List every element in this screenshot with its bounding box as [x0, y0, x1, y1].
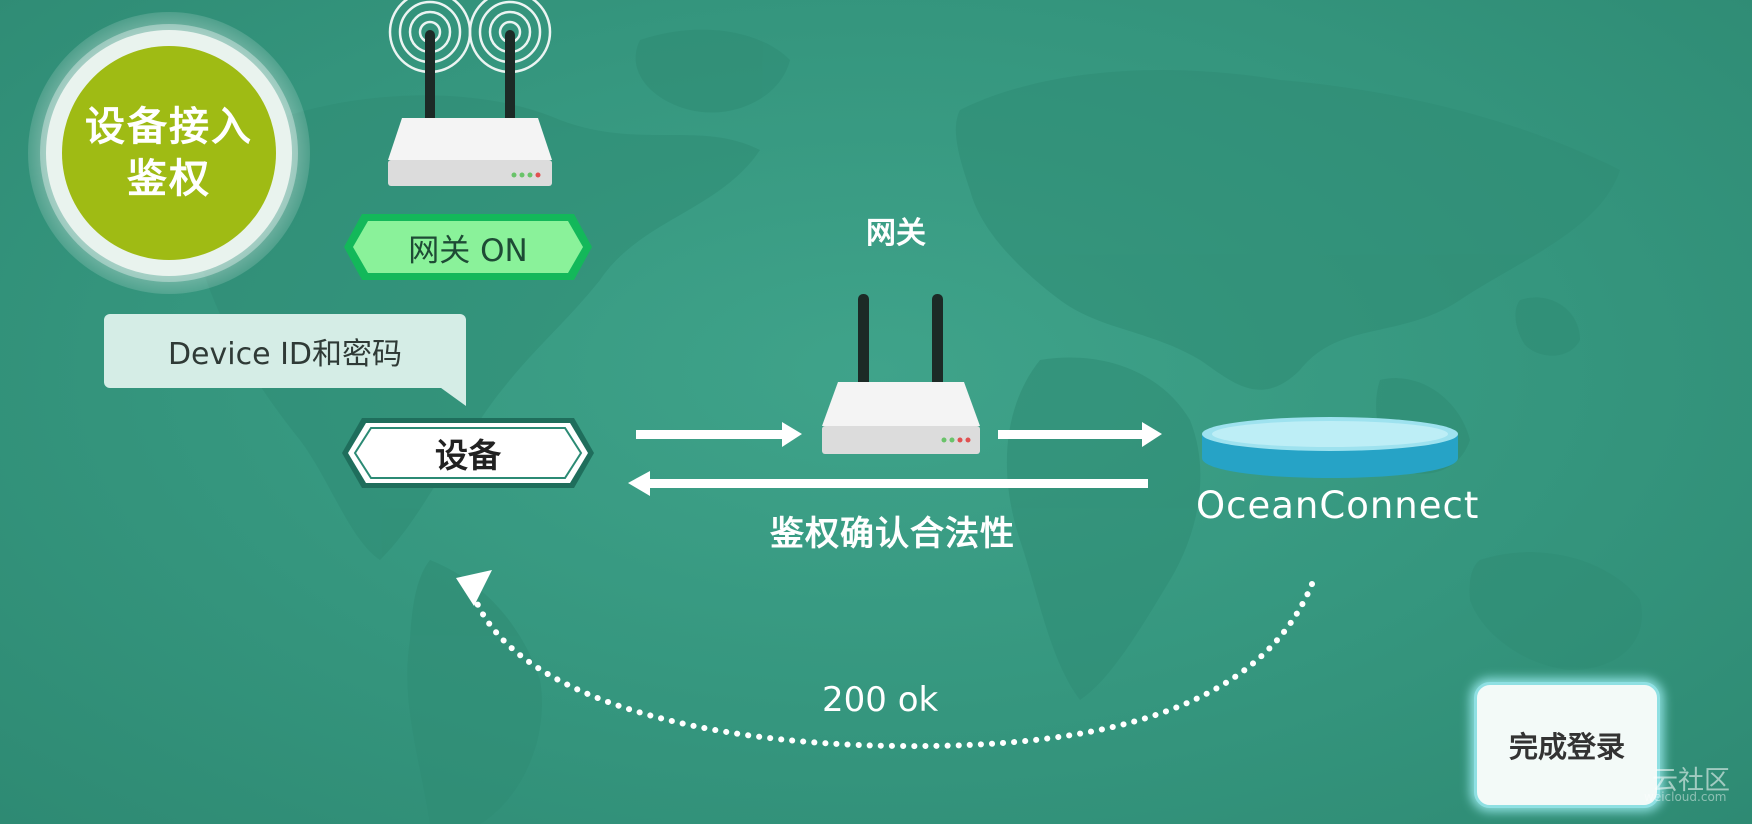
response-label: 200 ok: [822, 680, 939, 720]
watermark-url: weicloud.com: [1644, 790, 1727, 804]
response-arc: [456, 570, 1315, 750]
complete-login-text: 完成登录: [1508, 730, 1625, 764]
credential-text: Device ID和密码: [167, 337, 403, 372]
gateway-status-tag: 网关 ON: [342, 212, 594, 282]
title-badge: 设备接入 鉴权: [62, 46, 276, 260]
device-tag: 设备: [340, 416, 596, 490]
arrow-left-icon: [628, 471, 1148, 496]
device-label: 设备: [435, 436, 501, 475]
auth-label: 鉴权确认合法性: [770, 514, 1015, 554]
gateway-status-text: 网关 ON: [408, 232, 528, 269]
router-icon-middle: [822, 294, 980, 454]
arrow-right-icon: [636, 422, 802, 447]
watermark-text: 云社区: [1652, 766, 1731, 796]
arrowhead-icon: [456, 570, 492, 606]
router-icon-top: [388, 0, 552, 186]
arrow-right-icon: [998, 422, 1162, 447]
gateway-label: 网关: [866, 216, 926, 251]
complete-login-box: 完成登录: [1474, 682, 1660, 808]
bubble-tail: [430, 380, 466, 406]
wifi-signal-icon: [388, 0, 552, 74]
platform-label: OceanConnect: [1196, 484, 1480, 527]
title-line-2: 鉴权: [127, 156, 211, 202]
platform-icon: [1202, 417, 1458, 478]
credential-bubble: Device ID和密码: [104, 314, 466, 388]
title-line-1: 设备接入: [85, 104, 253, 150]
